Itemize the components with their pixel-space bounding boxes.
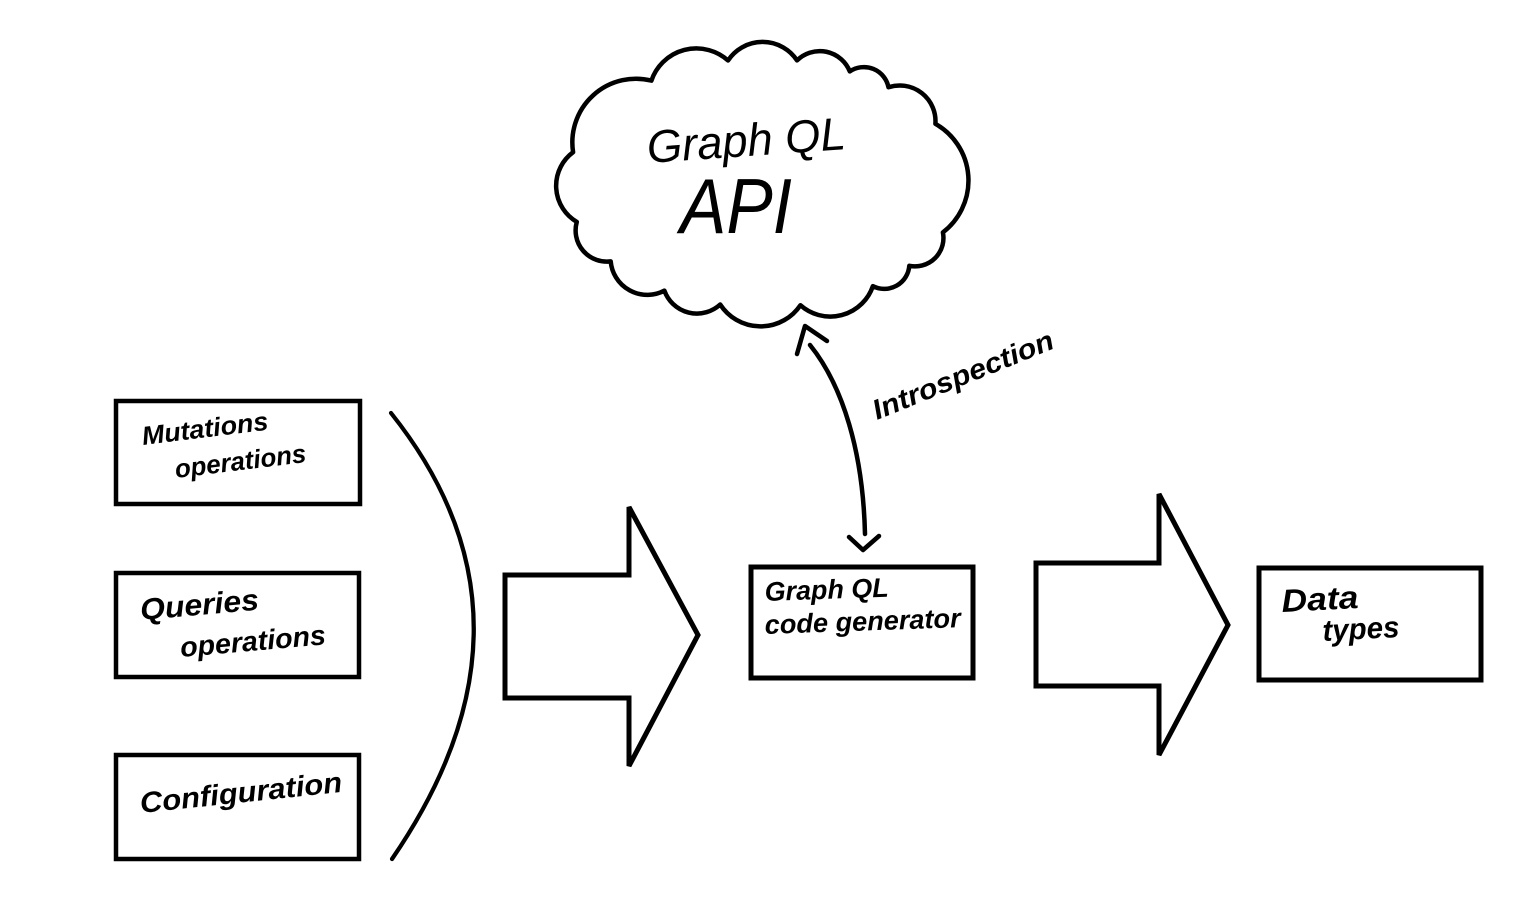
svg-text:Data: Data: [1280, 579, 1359, 619]
svg-text:Graph QL: Graph QL: [764, 573, 889, 607]
svg-text:code generator: code generator: [764, 603, 962, 640]
svg-text:API: API: [676, 162, 792, 250]
svg-text:types: types: [1322, 611, 1401, 648]
